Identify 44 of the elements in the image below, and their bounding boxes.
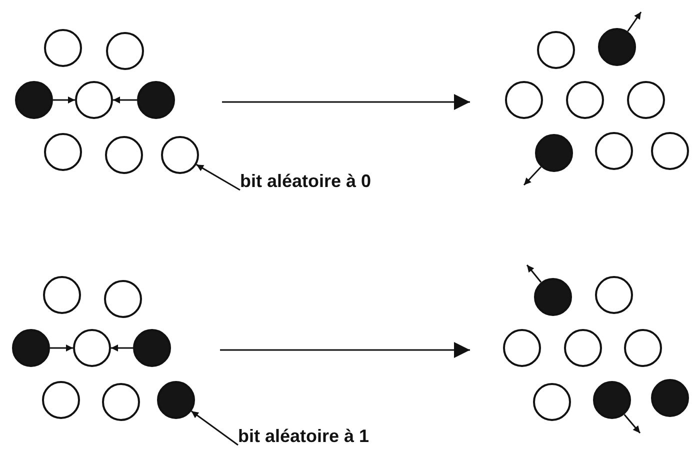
empty-circle <box>43 276 81 314</box>
arrow <box>523 166 542 186</box>
arrow <box>627 12 642 32</box>
filled-circle <box>15 81 53 119</box>
filled-circle <box>12 329 50 367</box>
empty-circle <box>106 32 144 70</box>
empty-circle <box>503 329 541 367</box>
filled-circle <box>157 381 195 419</box>
empty-circle <box>105 136 143 174</box>
filled-circle <box>534 278 572 316</box>
empty-circle <box>564 329 602 367</box>
arrow <box>624 414 641 434</box>
arrow <box>50 344 73 352</box>
filled-circle <box>598 28 636 66</box>
empty-circle <box>73 329 111 367</box>
empty-circle <box>627 81 665 119</box>
empty-circle <box>566 81 604 119</box>
leader-line <box>190 410 238 446</box>
empty-circle <box>42 381 80 419</box>
empty-circle <box>533 383 571 421</box>
empty-circle <box>624 329 662 367</box>
empty-circle <box>651 132 689 170</box>
annotation-text: bit aléatoire à 1 <box>238 425 370 447</box>
filled-circle <box>651 379 689 417</box>
filled-circle <box>593 381 631 419</box>
empty-circle <box>595 276 633 314</box>
filled-circle <box>137 81 175 119</box>
arrow <box>111 344 133 352</box>
filled-circle <box>133 329 171 367</box>
arrow <box>526 264 542 283</box>
filled-circle <box>535 134 573 172</box>
empty-circle <box>104 280 142 318</box>
empty-circle <box>505 81 543 119</box>
empty-circle <box>44 133 82 171</box>
empty-circle <box>44 29 82 67</box>
annotation-text: bit aléatoire à 0 <box>240 170 372 192</box>
leader-line <box>196 164 240 191</box>
empty-circle <box>161 136 199 174</box>
empty-circle <box>102 383 140 421</box>
empty-circle <box>75 81 113 119</box>
empty-circle <box>595 132 633 170</box>
empty-circle <box>537 31 575 69</box>
arrow <box>113 96 137 104</box>
arrow <box>53 96 75 104</box>
